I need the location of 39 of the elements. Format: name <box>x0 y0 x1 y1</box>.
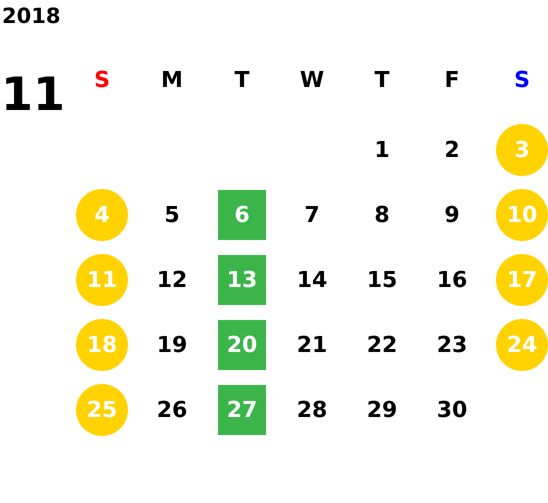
highlighted-date-circle: 17 <box>496 254 548 306</box>
weekday-header: T <box>233 66 250 94</box>
date-number: 23 <box>436 332 468 360</box>
highlighted-date-square: 6 <box>218 190 266 240</box>
highlighted-date-circle: 25 <box>76 384 128 436</box>
weekday-header: M <box>160 66 184 94</box>
highlighted-date-square: 27 <box>218 385 266 435</box>
date-number: 14 <box>296 266 328 294</box>
date-number: 7 <box>303 202 321 230</box>
date-number: 5 <box>163 202 181 230</box>
date-number: 26 <box>156 396 188 424</box>
date-number: 2 <box>443 136 461 164</box>
highlighted-date-circle: 24 <box>496 319 548 371</box>
date-number: 29 <box>366 396 398 424</box>
date-number: 28 <box>296 396 328 424</box>
date-number: 12 <box>156 266 188 294</box>
highlighted-date-square: 13 <box>218 255 266 305</box>
month-number: 11 <box>0 66 66 123</box>
date-number: 16 <box>436 266 468 294</box>
date-number: 15 <box>366 266 398 294</box>
highlighted-date-circle: 3 <box>496 124 548 176</box>
highlighted-date-circle: 11 <box>76 254 128 306</box>
date-number: 21 <box>296 332 328 360</box>
date-number: 9 <box>443 202 461 230</box>
date-number: 1 <box>373 136 391 164</box>
highlighted-date-circle: 4 <box>76 189 128 241</box>
highlighted-date-circle: 18 <box>76 319 128 371</box>
weekday-header: T <box>373 66 390 94</box>
date-number: 22 <box>366 332 398 360</box>
date-number: 30 <box>436 396 468 424</box>
highlighted-date-square: 20 <box>218 320 266 370</box>
highlighted-date-circle: 10 <box>496 189 548 241</box>
date-number: 19 <box>156 332 188 360</box>
year-heading: 2018 <box>2 4 60 28</box>
weekday-header: F <box>443 66 461 94</box>
weekday-header: S <box>513 66 531 94</box>
weekday-header: S <box>93 66 111 94</box>
date-number: 8 <box>373 202 391 230</box>
weekday-header: W <box>298 66 326 94</box>
